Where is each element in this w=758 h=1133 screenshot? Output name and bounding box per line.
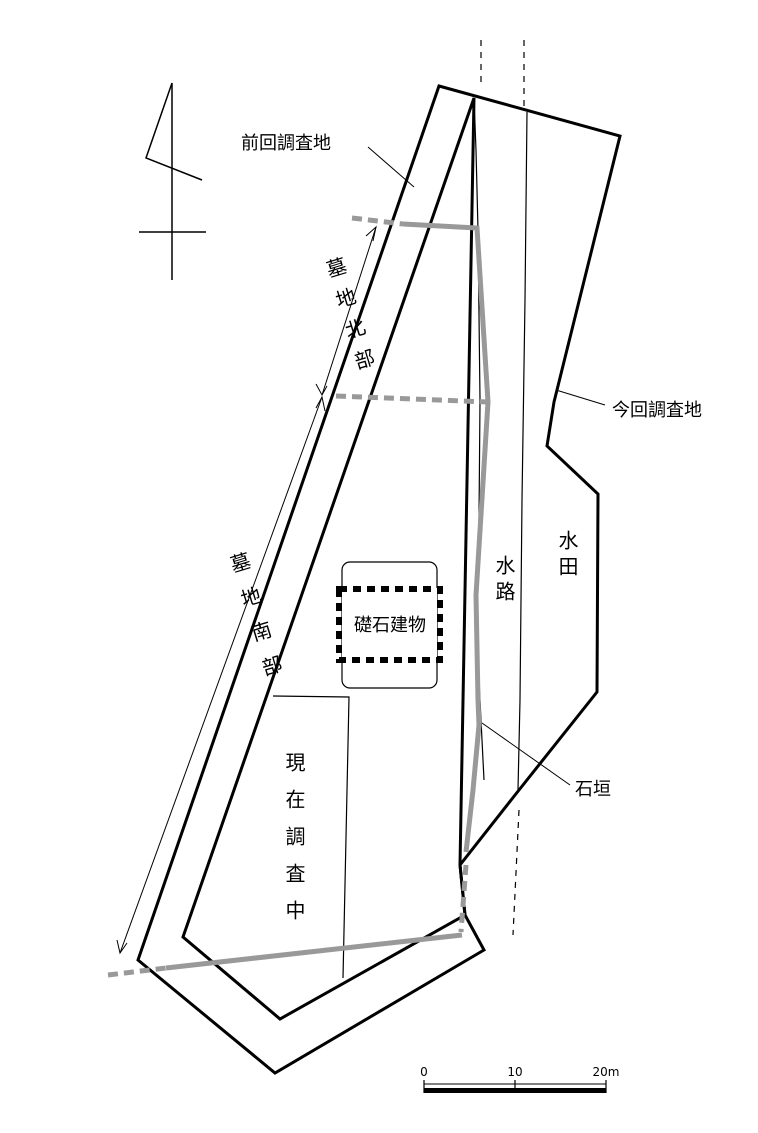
scale-bar: 0 10 20m xyxy=(420,1065,619,1093)
stone-building: 礎石建物 xyxy=(336,561,443,689)
scale-tick-20: 20m xyxy=(593,1065,620,1079)
stone-wall xyxy=(165,221,491,971)
leader-lines xyxy=(367,146,606,786)
stone-wall-label: 石垣 xyxy=(575,779,611,800)
cemetery-north-label: 墓地北部 xyxy=(320,254,380,384)
scale-tick-10: 10 xyxy=(507,1065,522,1079)
previous-survey-label: 前回調査地 xyxy=(241,133,331,154)
under-survey-label: 現在調査中 xyxy=(282,752,306,937)
paddy-label: 水田 xyxy=(555,530,579,582)
current-survey-boundary xyxy=(136,84,622,1075)
stone-building-label: 礎石建物 xyxy=(354,615,426,636)
waterway-extension-lines xyxy=(480,40,525,936)
cemetery-range-arrows xyxy=(116,225,377,955)
cemetery-south-label: 墓地南部 xyxy=(224,549,289,694)
previous-survey-boundary xyxy=(181,97,476,1021)
stone-wall-dashed xyxy=(107,215,489,978)
under-survey-block xyxy=(272,695,350,979)
current-survey-label: 今回調査地 xyxy=(612,400,702,421)
waterway-label: 水路 xyxy=(492,555,516,607)
north-arrow-icon xyxy=(139,82,206,280)
scale-tick-0: 0 xyxy=(420,1065,428,1079)
waterway-lines xyxy=(473,97,528,791)
